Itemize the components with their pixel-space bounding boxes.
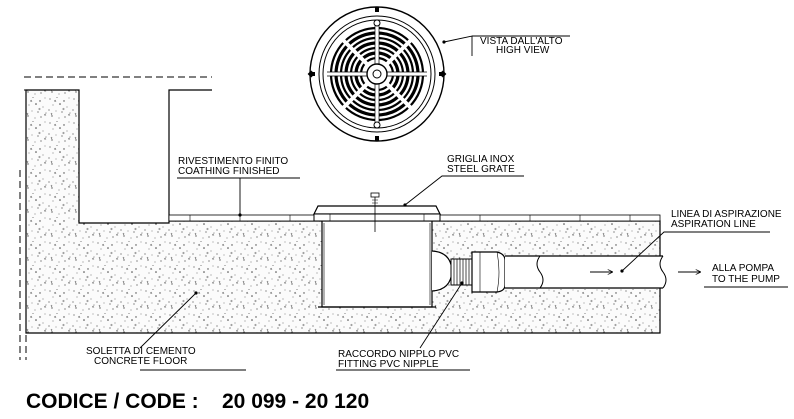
leader-lines — [139, 35, 788, 371]
finish-label-1: RIVESTIMENTO FINITO — [178, 156, 288, 167]
nipple-label-2: FITTING PVC NIPPLE — [338, 359, 439, 370]
finish-label-2: COATHING FINISHED — [178, 166, 279, 177]
pvc-nipple — [450, 251, 506, 293]
pump-label-2: TO THE PUMP — [712, 274, 780, 285]
steel-grate — [313, 205, 441, 222]
aspiration-pipe — [505, 255, 700, 289]
floor-label-2: CONCRETE FLOOR — [94, 356, 187, 367]
tile-joints — [189, 215, 631, 221]
grate-label-1: GRIGLIA INOX — [447, 154, 515, 165]
grate-label-2: STEEL GRATE — [447, 164, 515, 175]
aspiration-label-2: ASPIRATION LINE — [671, 219, 756, 230]
top-view-grate — [307, 6, 447, 142]
aspiration-label-1: LINEA DI ASPIRAZIONE — [671, 209, 782, 220]
code-value: 20 099 - 20 120 — [222, 390, 369, 413]
top-view-label-2: HIGH VIEW — [496, 45, 550, 56]
leader-dots — [194, 40, 624, 295]
code-label: CODICE / CODE : — [26, 390, 199, 413]
wall-dashed-lines — [19, 76, 212, 360]
pump-label-1: ALLA POMPA — [712, 263, 774, 274]
nipple-label-1: RACCORDO NIPPLO PVC — [338, 349, 459, 360]
grate-screw — [370, 192, 380, 232]
floor-label-1: SOLETTA DI CEMENTO — [86, 346, 196, 357]
drain-body — [318, 220, 436, 308]
top-view-label-1: VISTA DALL'ALTO — [480, 36, 563, 47]
